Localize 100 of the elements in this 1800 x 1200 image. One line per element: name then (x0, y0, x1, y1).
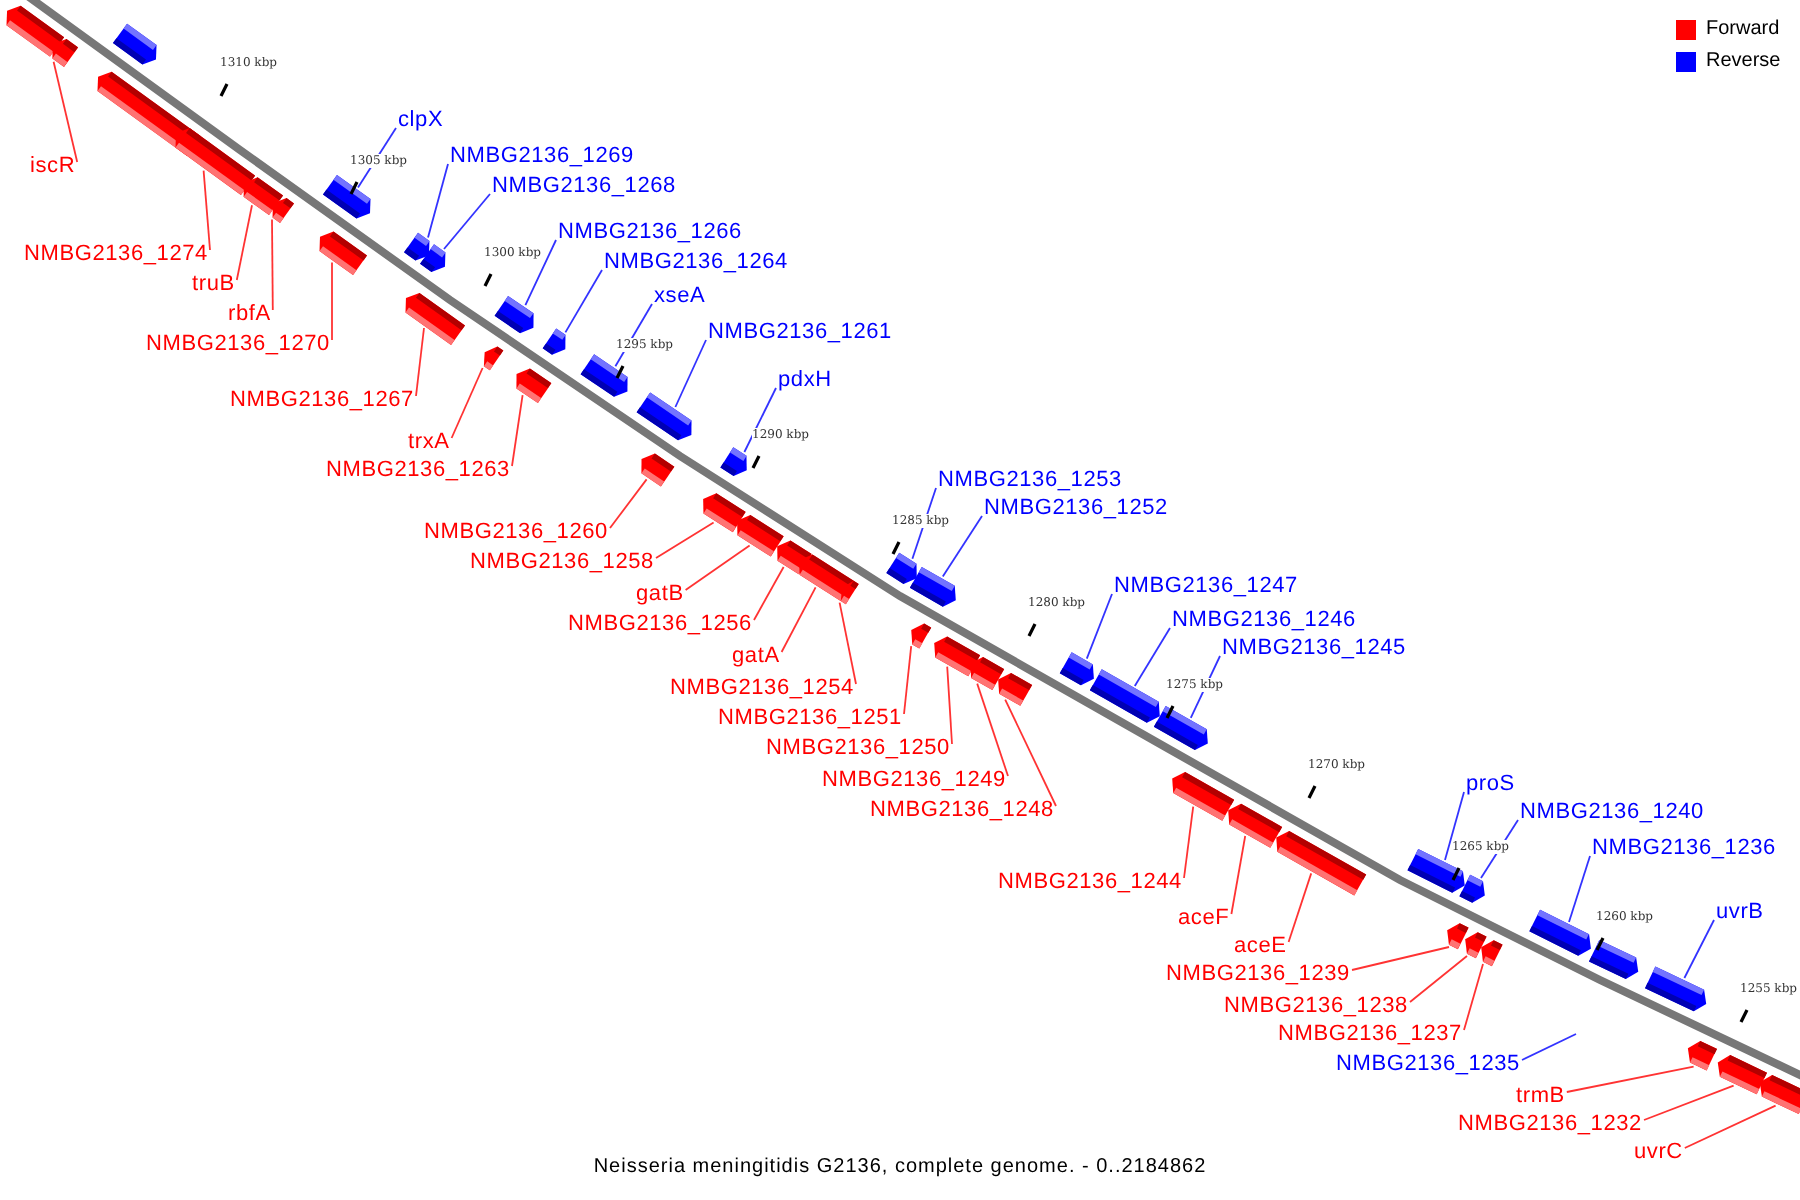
leader-line (52, 60, 79, 163)
gene-label: NMBG2136_1267 (230, 388, 414, 414)
gene-label: NMBG2136_1266 (558, 220, 742, 246)
gene-block (1407, 848, 1465, 893)
gene-label: NMBG2136_1264 (604, 250, 788, 276)
leader-line (1351, 946, 1450, 971)
leader-line (1004, 698, 1057, 807)
gene-label: gatB (636, 582, 684, 608)
caption: Neisseria meningitidis G2136, complete genome. - 0..2184862 (591, 1156, 1209, 1180)
leader-line (609, 478, 648, 529)
leader-line (235, 204, 253, 281)
gene-block (580, 354, 628, 397)
gene-block (494, 296, 534, 334)
gene-label: NMBG2136_1246 (1172, 608, 1356, 634)
gene-label: NMBG2136_1256 (568, 612, 752, 638)
leader-line (427, 163, 449, 239)
gene-block (1447, 923, 1469, 950)
gene-block (886, 552, 917, 585)
gene-label: aceE (1234, 934, 1287, 960)
leader-line (903, 645, 913, 715)
leader-line (271, 218, 274, 311)
gene-block (1276, 830, 1367, 896)
leader-line (838, 601, 857, 685)
gene-label: proS (1466, 772, 1515, 798)
gene-label: NMBG2136_1244 (998, 870, 1182, 896)
leader-line (1230, 835, 1247, 915)
leader-line (1521, 1033, 1577, 1061)
gene-block (1059, 652, 1094, 686)
gene-block (998, 672, 1033, 706)
gene-block (703, 493, 746, 533)
leader-line (1568, 855, 1591, 923)
gene-block (720, 447, 747, 477)
gene-label: NMBG2136_1263 (326, 458, 510, 484)
gene-label: NMBG2136_1238 (1224, 994, 1408, 1020)
gene-block (6, 5, 65, 57)
gene-block (1481, 940, 1503, 967)
gene-block (970, 657, 1005, 691)
gene-label: clpX (398, 108, 444, 134)
gene-label: NMBG2136_1237 (1278, 1022, 1462, 1048)
gene-block (1589, 939, 1639, 980)
leader-line (443, 193, 491, 250)
gene-label: NMBG2136_1248 (870, 798, 1054, 824)
leader-line (941, 515, 983, 578)
leader-line (674, 339, 707, 408)
gene-label: NMBG2136_1249 (822, 768, 1006, 794)
gene-label: uvrB (1716, 900, 1764, 926)
gene-block (1645, 966, 1707, 1012)
gene-label: trxA (408, 430, 450, 456)
gene-block (319, 231, 367, 276)
leader-line (946, 665, 953, 745)
gene-block (1717, 1055, 1767, 1095)
gene-block (1228, 803, 1283, 848)
leader-line (753, 566, 785, 621)
gene-block (636, 392, 692, 441)
gene-block (323, 174, 371, 219)
gene-label: iscR (30, 154, 76, 180)
gene-block (737, 515, 784, 557)
gene-label: NMBG2136_1254 (670, 676, 854, 702)
leader-line (524, 239, 557, 307)
leader-line (415, 327, 425, 397)
gene-label: NMBG2136_1232 (1458, 1112, 1642, 1138)
leader-line (564, 269, 603, 334)
leader-line (1133, 627, 1171, 687)
gene-label: NMBG2136_1235 (1336, 1052, 1520, 1078)
gene-label: NMBG2136_1250 (766, 736, 950, 762)
gene-block (1153, 705, 1208, 751)
gene-block (175, 128, 256, 196)
gene-block (641, 453, 675, 487)
leader-line (1463, 963, 1484, 1031)
gene-label: xseA (654, 284, 706, 310)
gene-block (483, 346, 504, 371)
gene-label: NMBG2136_1274 (24, 242, 208, 268)
gene-block (542, 328, 566, 355)
gene-label: NMBG2136_1247 (1114, 574, 1298, 600)
gene-block (1172, 772, 1235, 821)
gene-block (911, 623, 932, 649)
gene-label: NMBG2136_1270 (146, 332, 330, 358)
leader-line (202, 169, 211, 251)
gene-label: aceF (1178, 906, 1230, 932)
gene-label: uvrC (1634, 1140, 1683, 1166)
gene-label: NMBG2136_1258 (470, 550, 654, 576)
leader-line (1444, 791, 1465, 861)
gene-block (405, 292, 465, 345)
leader-line (780, 586, 817, 653)
gene-label: NMBG2136_1236 (1592, 836, 1776, 862)
gene-label: NMBG2136_1251 (718, 706, 902, 732)
leader-line (976, 682, 1009, 777)
legend-label: Reverse (1706, 50, 1781, 74)
leader-line (450, 367, 484, 439)
leader-line (655, 521, 715, 559)
leader-line (331, 261, 333, 341)
gene-label: NMBG2136_1245 (1222, 636, 1406, 662)
leader-line (1565, 1065, 1695, 1093)
gene-label: NMBG2136_1261 (708, 320, 892, 346)
gene-block (1089, 669, 1160, 723)
gene-block (516, 368, 552, 404)
leader-line (1183, 805, 1195, 879)
leader-line (1683, 1104, 1777, 1149)
gene-label: rbfA (228, 302, 271, 328)
gene-label: pdxH (778, 368, 832, 394)
